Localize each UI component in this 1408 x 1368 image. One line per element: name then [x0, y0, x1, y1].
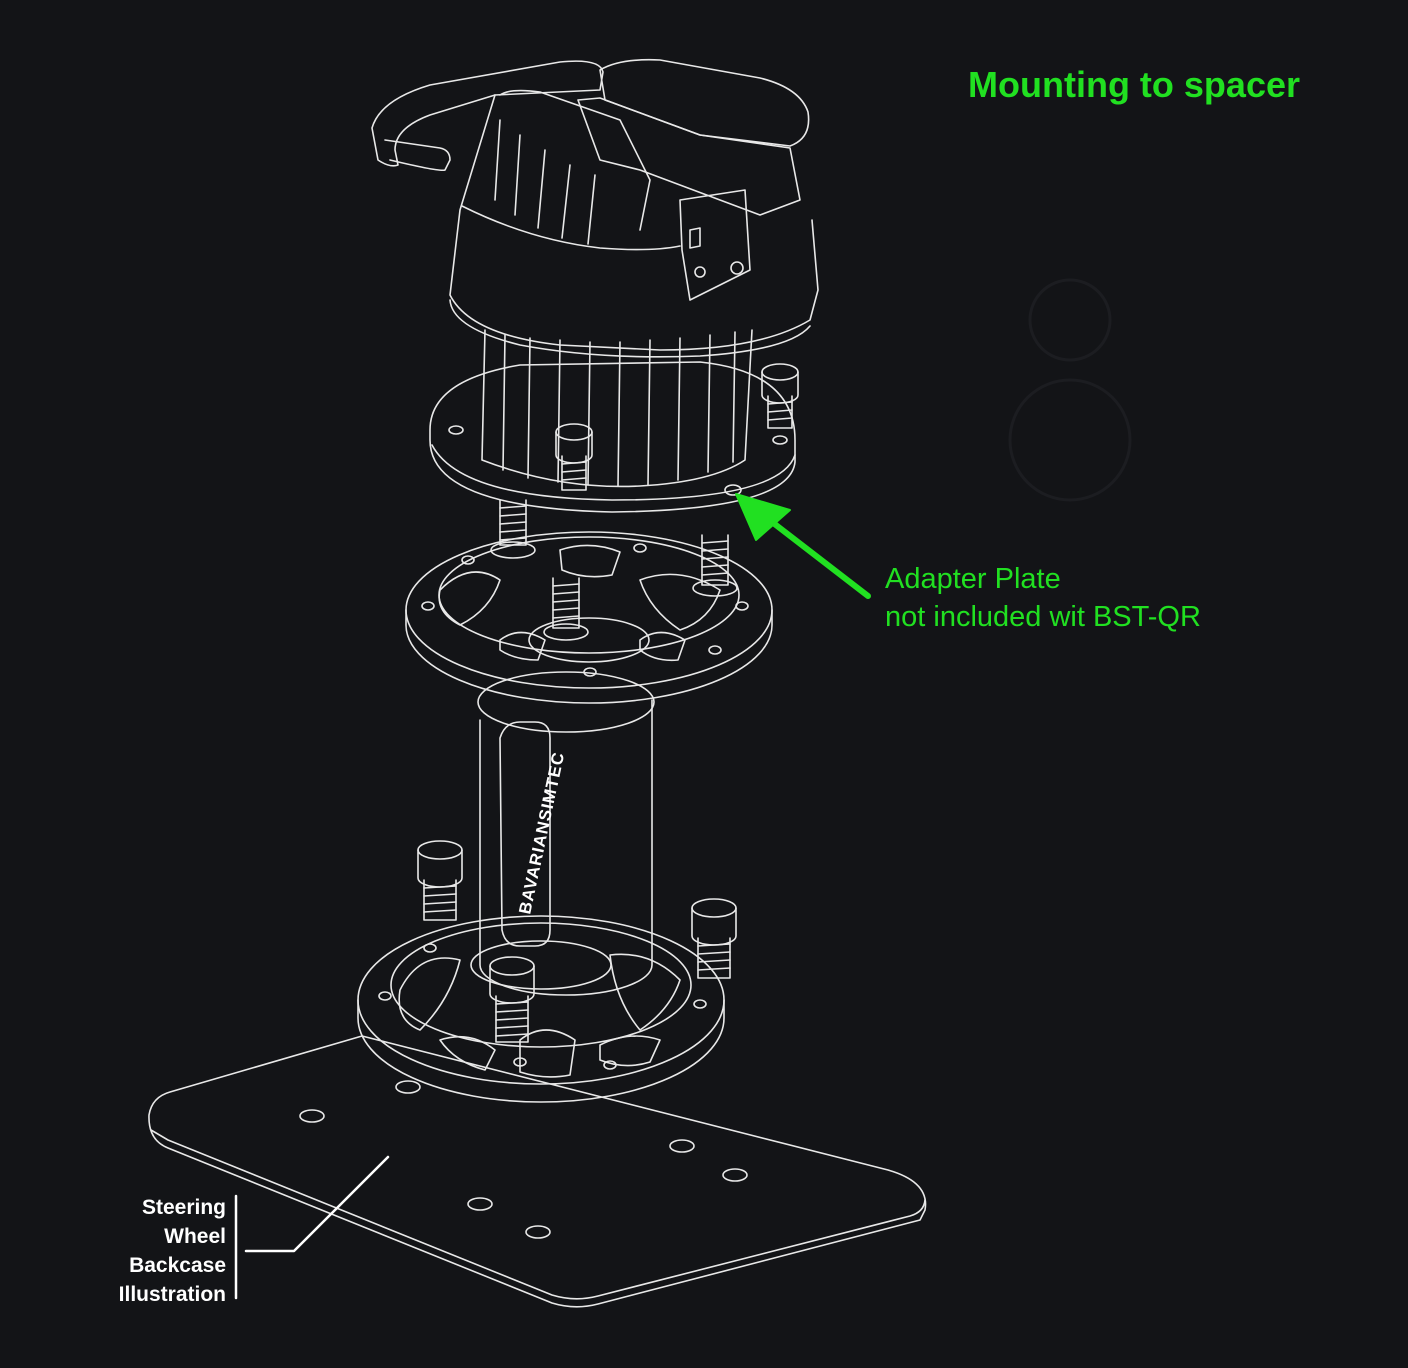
top-flange-holes — [421, 543, 749, 677]
backcase-holes — [299, 1080, 748, 1239]
adapter-plate — [429, 361, 796, 513]
release-lanyard-ring — [371, 60, 604, 172]
quick-release-housing — [449, 89, 819, 358]
spacer-logo: BAVARIANSIMTEC — [515, 750, 568, 916]
flange-pockets — [398, 953, 681, 1078]
lower-screw-right — [691, 898, 737, 979]
backcase-label-line-2: Wheel — [164, 1225, 226, 1248]
quick-release-latch — [577, 58, 810, 301]
adapter-plate-annotation: Adapter Plate not included wit BST-QR — [885, 560, 1201, 636]
lower-screw-left — [417, 840, 463, 921]
annotation-line-2: not included wit BST-QR — [885, 601, 1201, 633]
flange-holes — [378, 943, 707, 1070]
spacer-tube: BAVARIANSIMTEC — [477, 671, 655, 996]
backcase-label: Steering Wheel Backcase Illustration — [60, 1193, 226, 1309]
top-flange-pockets — [438, 544, 721, 662]
mid-screw-left — [490, 499, 536, 559]
backcase-label-line-1: Steering — [141, 1196, 226, 1219]
annotation-arrow — [735, 493, 871, 599]
top-spacer-flange — [405, 531, 773, 704]
adapter-screw-right — [761, 363, 799, 429]
quick-release-spline-hub — [481, 329, 753, 488]
annotation-line-1: Adapter Plate — [885, 563, 1061, 595]
lower-screw-center — [489, 956, 535, 1043]
faint-watermark — [1008, 278, 1132, 502]
mid-screw-center — [543, 577, 589, 641]
backcase-label-line-3: Backcase — [129, 1254, 226, 1277]
bottom-spacer-flange — [357, 915, 725, 1103]
backcase-leader — [234, 1155, 390, 1300]
mid-screw-right — [692, 534, 738, 597]
backcase-label-line-4: Illustration — [118, 1283, 226, 1306]
housing-grip-ridges — [494, 119, 596, 245]
steering-wheel-backcase — [148, 1035, 927, 1308]
diagram-title: Mounting to spacer — [968, 64, 1300, 105]
adapter-screw-left — [555, 423, 593, 491]
